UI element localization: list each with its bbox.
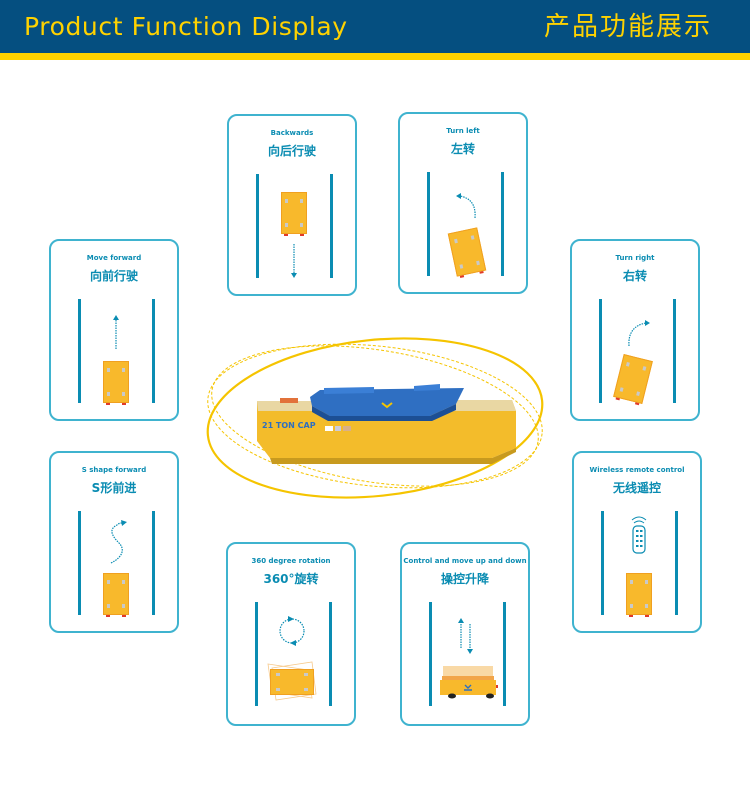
lane-line	[255, 602, 258, 706]
card-label-en: Backwards	[270, 129, 314, 137]
card-wireless-remote: Wireless remote control 无线遥控	[572, 451, 702, 633]
lane-line	[501, 172, 504, 276]
lane-line	[329, 602, 332, 706]
cart-icon	[103, 361, 129, 405]
lane-line	[152, 511, 155, 615]
lane-line	[330, 174, 333, 278]
s-curve-arrow-icon	[110, 520, 127, 564]
lane-line	[673, 299, 676, 403]
card-label-en: 360 degree rotation	[251, 557, 331, 565]
cart-icon	[626, 573, 652, 617]
card-label-en: Move forward	[86, 254, 142, 262]
card-label-en: Turn right	[615, 254, 655, 262]
page-title-cn: 产品功能展示	[543, 12, 712, 42]
lane-line	[78, 511, 81, 615]
card-label-cn: 右转	[622, 269, 647, 283]
lane-line	[152, 299, 155, 403]
card-label-cn: 向后行驶	[267, 144, 316, 158]
remote-control-icon	[631, 516, 647, 554]
card-turn-right: Turn right 右转	[570, 239, 700, 421]
lane-line	[503, 602, 506, 706]
card-label-cn: 无线遥控	[612, 481, 661, 495]
card-backwards: Backwards 向后行驶	[227, 114, 357, 296]
card-lift-control: Control and move up and down 操控升降	[400, 542, 530, 726]
card-label-cn: 360°旋转	[263, 572, 319, 586]
card-label-cn: S形前进	[91, 481, 137, 495]
up-down-arrows-icon	[458, 618, 473, 654]
lane-line	[429, 602, 432, 706]
lane-line	[256, 174, 259, 278]
card-label-cn: 左转	[450, 142, 475, 156]
capacity-label: 21 TON CAP	[262, 421, 316, 430]
product-image: 21 TON CAP	[200, 318, 550, 518]
card-s-shape-forward: S shape forward S形前进	[49, 451, 179, 633]
card-label-cn: 向前行驶	[89, 269, 138, 283]
arrow-down-icon	[291, 244, 297, 278]
card-label-cn: 操控升降	[440, 572, 489, 586]
card-move-forward: Move forward 向前行驶	[49, 239, 179, 421]
card-label-en: S shape forward	[81, 466, 147, 474]
page-title-en: Product Function Display	[24, 12, 348, 41]
cart-icon	[103, 573, 129, 617]
card-label-en: Wireless remote control	[589, 466, 685, 474]
lift-cart-icon	[440, 666, 498, 699]
card-label-en: Turn left	[446, 127, 480, 135]
lane-line	[78, 299, 81, 403]
orbit-ellipses-icon: 21 TON CAP	[206, 337, 544, 499]
rotate-icon	[267, 616, 317, 701]
lane-line	[599, 299, 602, 403]
arrow-up-icon	[113, 315, 119, 349]
header-accent-stripe	[0, 53, 750, 60]
cart-icon	[270, 669, 314, 695]
header-banner: Product Function Display 产品功能展示	[0, 0, 750, 53]
cart-icon	[281, 192, 307, 236]
lane-line	[427, 172, 430, 276]
lane-line	[601, 511, 604, 615]
curved-arrow-right-icon	[628, 320, 650, 347]
card-360-rotation: 360 degree rotation 360°旋转	[226, 542, 356, 726]
card-label-en: Control and move up and down	[403, 557, 527, 565]
lane-line	[675, 511, 678, 615]
card-turn-left: Turn left 左转	[398, 112, 528, 294]
curved-arrow-left-icon	[456, 193, 476, 219]
